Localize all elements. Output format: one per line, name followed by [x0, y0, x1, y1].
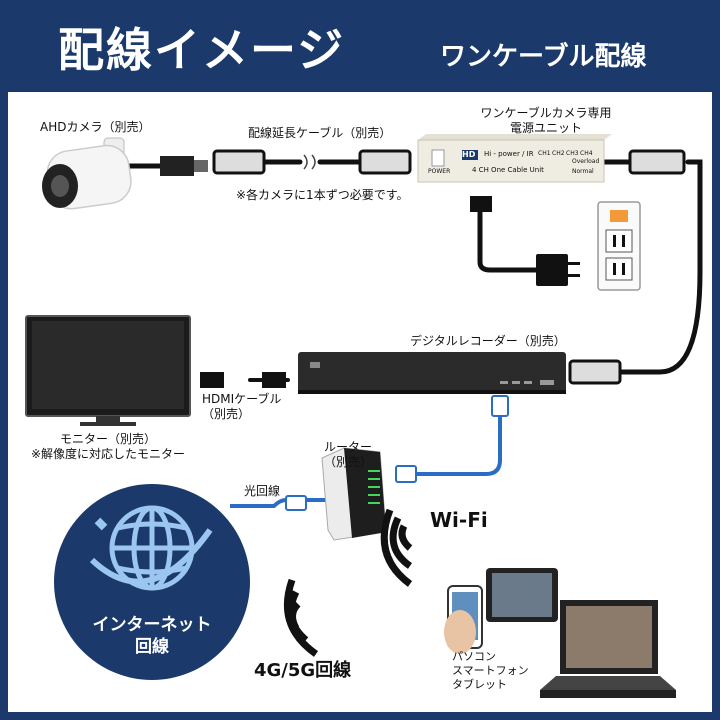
power-unit-ch4: CH4	[580, 150, 593, 157]
adapter-cable	[477, 201, 539, 273]
wall-outlet-icon	[597, 201, 641, 291]
power-unit-label-line2: 電源ユニット	[509, 121, 582, 135]
unit-to-recorder-cable	[615, 159, 703, 375]
router-label-line1: ルーター	[323, 440, 372, 454]
power-unit-model: Hi - power / IR	[484, 150, 534, 158]
power-unit-brand: HD	[462, 150, 476, 159]
tablet-icon	[486, 568, 558, 622]
power-unit-box	[417, 134, 612, 183]
power-unit-ch2: CH2	[552, 150, 565, 157]
hdmi-plug-right	[262, 372, 286, 388]
header-banner: 配線イメージ ワンケーブル配線	[0, 0, 720, 86]
power-unit-label-line1: ワンケーブルカメラ専用	[480, 106, 612, 120]
router-to-internet-cable	[230, 498, 326, 508]
power-unit-ch3: CH3	[566, 150, 579, 157]
fiber-label: 光回線	[244, 484, 281, 498]
hdmi-label-line2: （別売）	[202, 407, 251, 421]
monitor-label-line1: モニター（別売）	[59, 432, 156, 446]
power-unit-caption: 4 CH One Cable Unit	[472, 166, 544, 174]
phone-icon	[444, 585, 483, 654]
page-subtitle: ワンケーブル配線	[440, 42, 647, 72]
mobile-waves-icon	[283, 578, 319, 657]
extension-cable-label: 配線延長ケーブル（別売）	[248, 126, 392, 140]
devices-label-line1: パソコン	[452, 650, 496, 663]
rj45-plugs	[285, 395, 509, 511]
hdmi-plug-left	[200, 372, 224, 388]
wifi-label: Wi-Fi	[430, 508, 488, 532]
power-switch	[431, 149, 445, 167]
rj45-plug-fiber	[285, 495, 307, 511]
power-unit-ch1: CH1	[538, 150, 551, 157]
camera-icon	[42, 137, 132, 210]
router-icon	[321, 447, 387, 541]
router-label-line2: （別売）	[323, 455, 372, 469]
laptop-icon	[540, 600, 676, 698]
page-title: 配線イメージ	[58, 23, 346, 77]
recorder-input-connector	[568, 359, 622, 385]
cable-break-mark	[303, 154, 316, 170]
devices-label-line2: スマートフォン	[452, 664, 529, 677]
extension-connector-right	[358, 149, 412, 175]
wifi-waves-icon	[380, 508, 413, 587]
power-unit-mode-normal: Normal	[572, 168, 594, 175]
hdmi-label-line1: HDMIケーブル	[202, 392, 282, 406]
monitor-icon	[25, 315, 191, 426]
recorder-label: デジタルレコーダー（別売）	[410, 334, 566, 348]
devices-label-line3: タブレット	[452, 678, 507, 691]
internet-label-line1: インターネット	[92, 615, 212, 635]
mobile-network-label: 4G/5G回線	[254, 660, 352, 681]
globe-icon	[54, 484, 250, 680]
power-unit-power-label: POWER	[428, 168, 451, 175]
power-unit-mode-overload: Overload	[572, 158, 600, 165]
unit-output-connector	[628, 149, 686, 175]
per-camera-note: ※各カメラに1本ずつ必要です。	[236, 188, 409, 202]
bnc-connectors	[160, 149, 686, 385]
bnc-connector-camera	[160, 156, 194, 176]
monitor-label-line2: ※解像度に対応したモニター	[30, 447, 186, 461]
rj45-plug-recorder	[491, 395, 509, 417]
recorder-to-router-cable	[412, 414, 502, 476]
black-cables	[125, 159, 703, 382]
recorder-box	[298, 352, 566, 394]
camera-label: AHDカメラ（別売）	[40, 120, 151, 134]
rj45-plug-router	[395, 465, 417, 483]
power-plug-icon	[470, 196, 580, 286]
internet-label-line2: 回線	[135, 637, 169, 657]
extension-connector-left	[212, 149, 266, 175]
